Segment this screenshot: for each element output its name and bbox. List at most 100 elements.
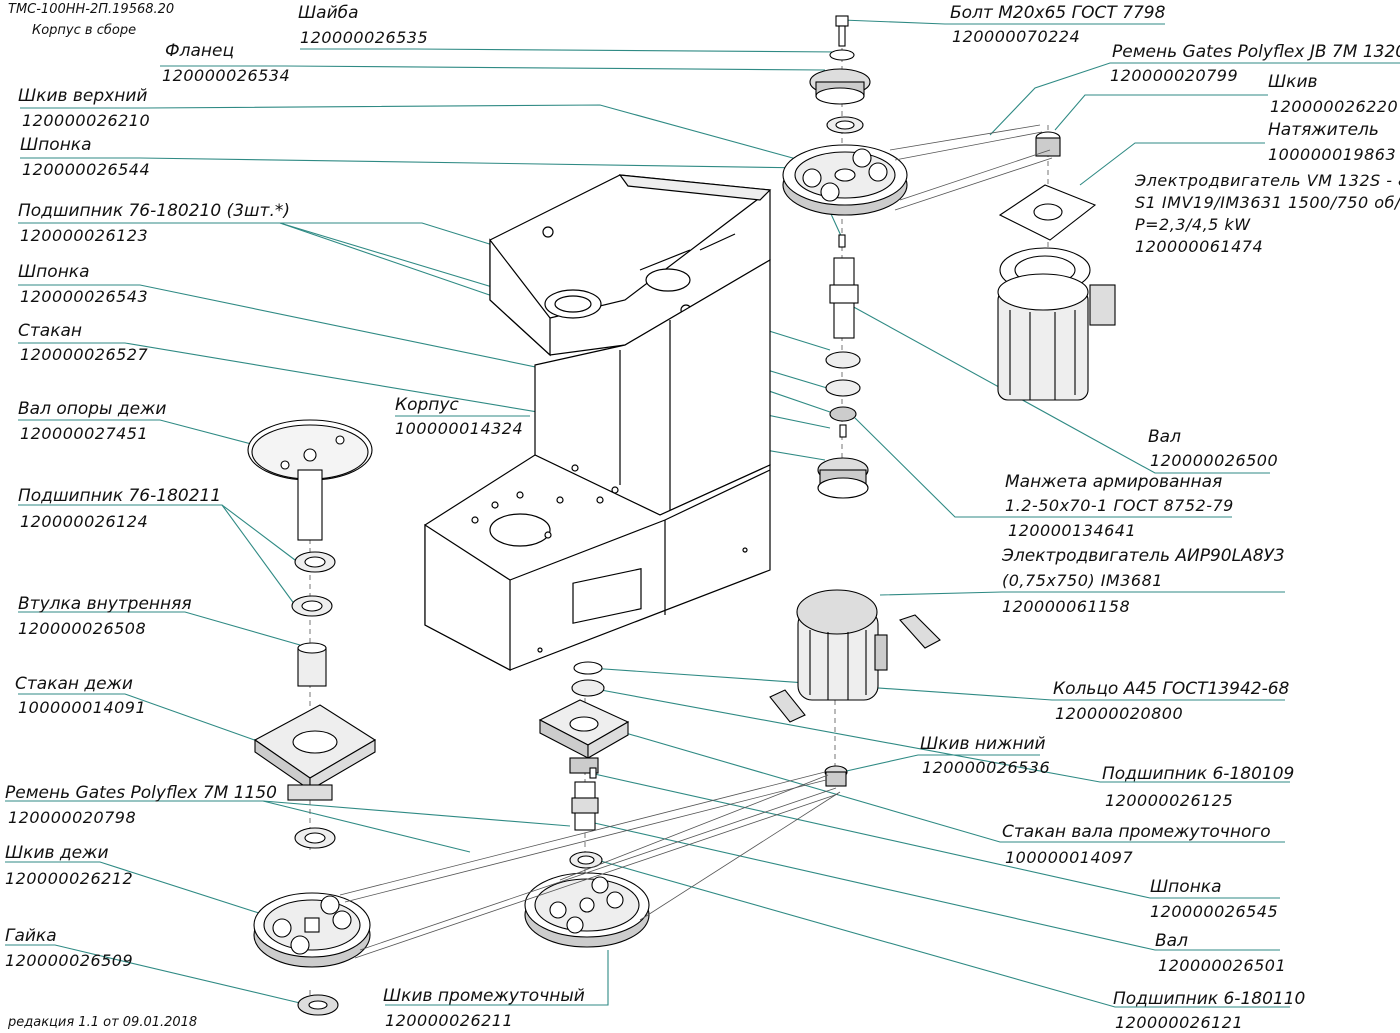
label-shponka-1: Шпонка 120000026544 <box>20 135 150 179</box>
document-code: ТМС-100НН-2П.19568.20 <box>8 2 174 17</box>
svg-text:Вал: Вал <box>1148 427 1181 447</box>
svg-text:Стакан вала промежуточного: Стакан вала промежуточного <box>1002 822 1271 842</box>
svg-text:Шкив промежуточный: Шкив промежуточный <box>383 986 585 1006</box>
svg-text:Шкив дежи: Шкив дежи <box>5 843 109 863</box>
label-remen-jb: Ремень Gates Polyflex JB 7M 1320 1200000… <box>1110 42 1400 85</box>
label-shkiv-nizhniy: Шкив нижний 120000026536 <box>920 734 1050 777</box>
svg-text:100000014097: 100000014097 <box>1005 848 1133 867</box>
svg-text:Шкив нижний: Шкив нижний <box>920 734 1046 754</box>
svg-text:120000061474: 120000061474 <box>1135 237 1263 256</box>
svg-text:120000061158: 120000061158 <box>1002 597 1130 616</box>
label-podshipnik-180110: Подшипник 6-180110 120000026121 <box>1113 989 1305 1032</box>
svg-text:Втулка внутренняя: Втулка внутренняя <box>18 594 192 614</box>
svg-text:120000026212: 120000026212 <box>5 869 133 888</box>
part-labels: Шайба 120000026535 Болт М20х65 ГОСТ 7798… <box>5 3 1400 1032</box>
svg-text:Стакан: Стакан <box>18 321 82 341</box>
svg-text:Фланец: Фланец <box>165 41 234 61</box>
svg-text:120000026508: 120000026508 <box>18 619 146 638</box>
housing <box>424 174 772 671</box>
svg-text:120000020798: 120000020798 <box>8 808 136 827</box>
svg-text:120000026536: 120000026536 <box>922 758 1050 777</box>
svg-text:Болт М20х65 ГОСТ 7798: Болт М20х65 ГОСТ 7798 <box>950 3 1166 23</box>
svg-text:Вал: Вал <box>1155 931 1188 951</box>
title-block: ТМС-100НН-2П.19568.20 Корпус в сборе ред… <box>7 2 197 1030</box>
label-val-opory-dezhi: Вал опоры дежи 120000027451 <box>18 399 166 443</box>
label-motor-air: Электродвигатель АИР90LA8У3 (0,75х750) I… <box>1001 546 1285 616</box>
svg-text:1.2-50х70-1 ГОСТ 8752-79: 1.2-50х70-1 ГОСТ 8752-79 <box>1005 496 1234 515</box>
svg-text:Шкив верхний: Шкив верхний <box>18 86 147 106</box>
svg-text:120000020800: 120000020800 <box>1055 704 1183 723</box>
label-stakan: Стакан 120000026527 <box>18 321 148 364</box>
label-gayka: Гайка 120000026509 <box>5 926 133 970</box>
svg-text:120000026500: 120000026500 <box>1150 451 1278 470</box>
label-shkiv-promezhutochny: Шкив промежуточный 120000026211 <box>383 986 585 1030</box>
svg-text:120000026210: 120000026210 <box>22 111 150 130</box>
svg-text:120000070224: 120000070224 <box>952 27 1080 46</box>
label-val-1: Вал 120000026500 <box>1148 427 1278 470</box>
label-flanec: Фланец 120000026534 <box>162 41 290 85</box>
svg-text:Ремень Gates Polyflex JB 7M 13: Ремень Gates Polyflex JB 7M 1320 <box>1112 42 1400 62</box>
label-shponka-2: Шпонка 120000026543 <box>18 262 148 306</box>
svg-text:120000026501: 120000026501 <box>1158 956 1286 975</box>
svg-text:Подшипник 6-180109: Подшипник 6-180109 <box>1102 764 1294 784</box>
svg-text:120000026534: 120000026534 <box>162 66 290 85</box>
svg-text:120000134641: 120000134641 <box>1008 521 1136 540</box>
belts <box>339 124 1053 959</box>
label-podshipnik-180109: Подшипник 6-180109 120000026125 <box>1102 764 1294 810</box>
svg-text:120000026509: 120000026509 <box>5 951 133 970</box>
svg-text:120000026121: 120000026121 <box>1115 1013 1243 1032</box>
label-kolco: Кольцо А45 ГОСТ13942-68 120000020800 <box>1053 679 1290 723</box>
document-title: Корпус в сборе <box>32 23 136 38</box>
svg-text:120000026220: 120000026220 <box>1270 97 1398 116</box>
svg-text:120000026125: 120000026125 <box>1105 791 1233 810</box>
svg-text:100000014091: 100000014091 <box>18 698 146 717</box>
label-manzheta: Манжета армированная 1.2-50х70-1 ГОСТ 87… <box>1005 472 1234 540</box>
svg-text:120000026545: 120000026545 <box>1150 902 1278 921</box>
svg-text:Манжета армированная: Манжета армированная <box>1005 472 1222 492</box>
top-shaft-stack <box>782 15 908 499</box>
label-stakan-vala: Стакан вала промежуточного 100000014097 <box>1002 822 1271 867</box>
svg-text:120000026535: 120000026535 <box>300 28 428 47</box>
label-shkiv-verhniy: Шкив верхний 120000026210 <box>18 86 150 130</box>
svg-text:120000026527: 120000026527 <box>20 345 148 364</box>
left-stack <box>247 419 377 1016</box>
label-podshipnik-180211: Подшипник 76-180211 120000026124 <box>18 486 221 531</box>
svg-text:Шайба: Шайба <box>298 3 359 23</box>
label-podshipnik-180210: Подшипник 76-180210 (3шт.*) 120000026123 <box>18 201 290 245</box>
label-remen-7m: Ремень Gates Polyflex 7M 1150 1200000207… <box>5 783 277 827</box>
label-stakan-dezhi: Стакан дежи 100000014091 <box>15 674 146 717</box>
svg-text:Электродвигатель АИР90LA8У3: Электродвигатель АИР90LA8У3 <box>1001 546 1285 566</box>
label-bolt: Болт М20х65 ГОСТ 7798 120000070224 <box>950 3 1166 46</box>
svg-text:Шкив: Шкив <box>1268 72 1318 92</box>
label-shkiv: Шкив 120000026220 <box>1268 72 1398 116</box>
motor-vm-132s <box>997 131 1116 401</box>
label-shponka-3: Шпонка 120000026545 <box>1150 877 1278 921</box>
label-motor-vm: Электродвигатель VM 132S - 8/4 S1 IMV19/… <box>1134 171 1400 256</box>
svg-text:Шпонка: Шпонка <box>20 135 92 155</box>
label-korpus: Корпус 100000014324 <box>395 395 523 438</box>
svg-text:Подшипник 6-180110: Подшипник 6-180110 <box>1113 989 1305 1009</box>
svg-text:Шпонка: Шпонка <box>1150 877 1222 897</box>
svg-text:120000020799: 120000020799 <box>1110 66 1238 85</box>
label-val-2: Вал 120000026501 <box>1155 931 1286 975</box>
label-shayba: Шайба 120000026535 <box>298 3 428 47</box>
label-vtulka: Втулка внутренняя 120000026508 <box>18 594 192 638</box>
svg-text:Электродвигатель VM 132S - 8/4: Электродвигатель VM 132S - 8/4 <box>1134 171 1400 190</box>
svg-text:Подшипник 76-180210 (3шт.*): Подшипник 76-180210 (3шт.*) <box>18 201 290 221</box>
intermediate-stack <box>524 661 650 948</box>
svg-text:Подшипник 76-180211: Подшипник 76-180211 <box>18 486 221 506</box>
svg-text:120000026544: 120000026544 <box>22 160 150 179</box>
svg-text:120000027451: 120000027451 <box>20 424 148 443</box>
revision-note: редакция 1.1 от 09.01.2018 <box>7 1015 197 1030</box>
label-natyazhitel: Натяжитель 100000019863 <box>1268 120 1396 164</box>
svg-text:120000026211: 120000026211 <box>385 1011 513 1030</box>
svg-text:120000026543: 120000026543 <box>20 287 148 306</box>
svg-text:100000014324: 100000014324 <box>395 419 523 438</box>
svg-text:(0,75х750) IM3681: (0,75х750) IM3681 <box>1002 571 1163 590</box>
svg-text:Корпус: Корпус <box>395 395 459 415</box>
svg-text:P=2,3/4,5 kW: P=2,3/4,5 kW <box>1135 215 1251 234</box>
svg-text:Кольцо А45 ГОСТ13942-68: Кольцо А45 ГОСТ13942-68 <box>1053 679 1290 699</box>
svg-text:Шпонка: Шпонка <box>18 262 90 282</box>
svg-text:Гайка: Гайка <box>5 926 57 946</box>
